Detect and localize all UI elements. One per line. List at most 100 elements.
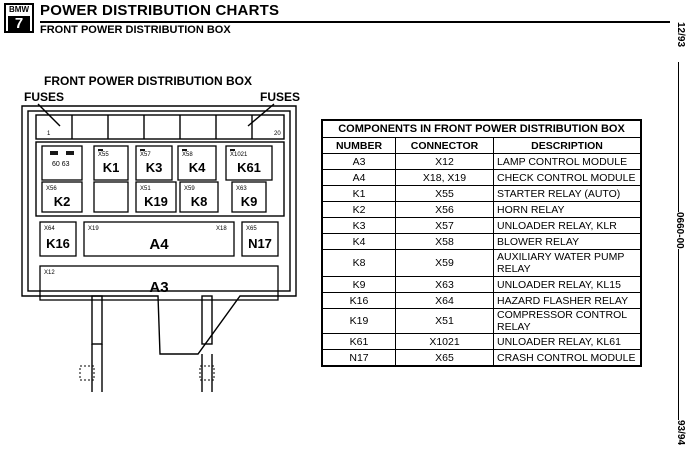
fuse-row: [35, 114, 285, 140]
relay-k16: [39, 221, 77, 257]
connector-label-x51: X51: [140, 186, 151, 192]
relay-label-k9: K9: [241, 194, 258, 209]
cell-connector: X12: [395, 153, 494, 170]
cell-connector: X64: [395, 292, 494, 309]
cell-number: N17: [321, 349, 396, 367]
relay-label-k4: K4: [189, 160, 206, 175]
connector-label-x58: X58: [182, 152, 193, 158]
box-housing: [21, 105, 297, 355]
cell-connector: X59: [395, 249, 494, 277]
cell-number: K4: [321, 233, 396, 250]
column-header-number: NUMBER: [321, 137, 396, 154]
connector-label-x12: X12: [44, 270, 55, 276]
connector-label-x1021: X1021: [230, 152, 248, 158]
connector-label-x65: X65: [246, 226, 257, 232]
connector-label-x55: X55: [98, 152, 109, 158]
page-title: POWER DISTRIBUTION CHARTS: [40, 2, 280, 19]
relay-grid-frame: [35, 141, 285, 217]
cell-connector: X63: [395, 276, 494, 293]
table-caption: COMPONENTS IN FRONT POWER DISTRIBUTION B…: [321, 119, 642, 138]
connector-label-x18: X18: [216, 226, 227, 232]
cell-number: K16: [321, 292, 396, 309]
relay-label-k2: K2: [54, 194, 71, 209]
cell-number: A4: [321, 169, 396, 186]
connector-label-x63: X63: [236, 186, 247, 192]
cell-connector: X58: [395, 233, 494, 250]
cell-description: CHECK CONTROL MODULE: [493, 169, 642, 186]
module-a4: [83, 221, 235, 257]
relay-label-k61: K61: [237, 160, 261, 175]
relay-k9: [231, 181, 267, 213]
column-header-description: DESCRIPTION: [493, 137, 642, 154]
margin-date-top: 12/93: [675, 22, 686, 48]
relay-label-k3: K3: [146, 160, 163, 175]
relay-socket-fuse-block: [41, 145, 83, 181]
relay-label-n17: N17: [248, 236, 272, 251]
cell-description: LAMP CONTROL MODULE: [493, 153, 642, 170]
diagram-title: FRONT POWER DISTRIBUTION BOX: [44, 74, 252, 88]
cell-description: AUXILIARY WATER PUMP RELAY: [493, 249, 642, 277]
connector-label-x64: X64: [44, 226, 55, 232]
title-rule: [40, 21, 670, 23]
cell-description: HAZARD FLASHER RELAY: [493, 292, 642, 309]
fuse-number-last: 20: [274, 131, 281, 137]
connector-label-x59: X59: [184, 186, 195, 192]
cell-number: K8: [321, 249, 396, 277]
cell-description: UNLOADER RELAY, KL61: [493, 333, 642, 350]
cell-connector: X51: [395, 308, 494, 334]
cell-description: STARTER RELAY (AUTO): [493, 185, 642, 202]
cell-connector: X1021: [395, 333, 494, 350]
cell-description: UNLOADER RELAY, KL15: [493, 276, 642, 293]
connector-label-60-63: 60 63: [52, 161, 70, 168]
logo-brand: BMW: [9, 5, 29, 14]
components-table: COMPONENTS IN FRONT POWER DISTRIBUTION B…: [321, 119, 642, 367]
cell-number: K2: [321, 201, 396, 218]
module-a3: [39, 265, 279, 301]
fuses-right-label: FUSES: [260, 90, 301, 104]
cell-number: K3: [321, 217, 396, 234]
page-subtitle: FRONT POWER DISTRIBUTION BOX: [40, 24, 231, 36]
cell-number: K61: [321, 333, 396, 350]
relay-k8: [179, 181, 219, 213]
connector-label-x19: X19: [88, 226, 99, 232]
relay-label-k1: K1: [103, 160, 120, 175]
column-header-connector: CONNECTOR: [395, 137, 494, 154]
relay-k1: [93, 145, 129, 181]
cell-connector: X18, X19: [395, 169, 494, 186]
cell-connector: X56: [395, 201, 494, 218]
margin-date-bottom: 93/94: [675, 420, 686, 446]
relay-k2: [41, 181, 83, 213]
relay-n17: [241, 221, 279, 257]
margin-doc-number: 0660-00: [672, 212, 687, 249]
cell-number: K19: [321, 308, 396, 334]
relay-k61: [225, 145, 273, 181]
box-inner-frame: [27, 110, 291, 292]
relay-label-k8: K8: [191, 194, 208, 209]
relay-label-k16: K16: [46, 236, 70, 251]
module-label-a3: A3: [149, 279, 168, 296]
relay-empty-slot: [93, 181, 129, 213]
cell-number: K1: [321, 185, 396, 202]
cell-number: K9: [321, 276, 396, 293]
cell-connector: X57: [395, 217, 494, 234]
relay-k3: [135, 145, 173, 181]
fuses-left-label: FUSES: [24, 90, 65, 104]
cell-description: UNLOADER RELAY, KLR: [493, 217, 642, 234]
cell-description: HORN RELAY: [493, 201, 642, 218]
power-distribution-box-diagram: 1 20 60 63 X55 X57 X58 X1021 X56 X51 X59: [21, 103, 297, 392]
cell-connector: X65: [395, 349, 494, 367]
relay-k4: [177, 145, 217, 181]
cell-description: CRASH CONTROL MODULE: [493, 349, 642, 367]
